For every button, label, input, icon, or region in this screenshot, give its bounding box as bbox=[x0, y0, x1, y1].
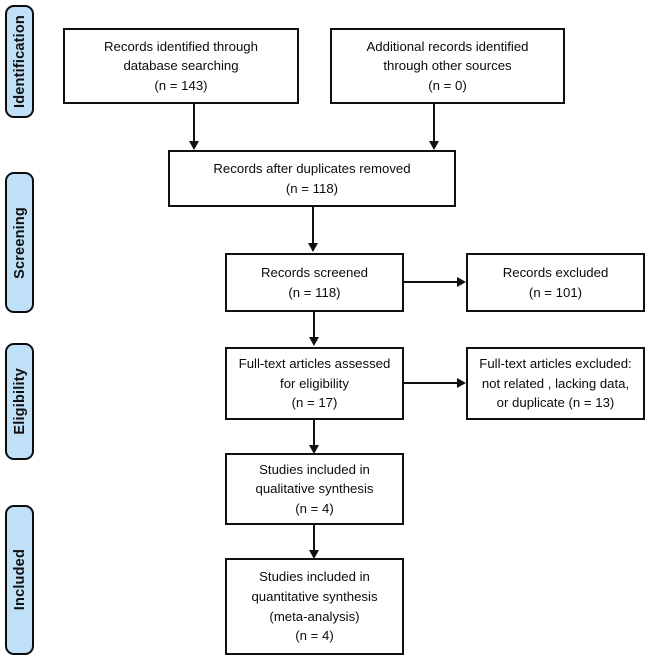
box-duplicates-removed: Records after duplicates removed (n = 11… bbox=[168, 150, 456, 207]
connector-screened-to-excluded bbox=[404, 281, 459, 283]
stage-label-screening-text: Screening bbox=[11, 206, 28, 279]
box-quantitative-synthesis: Studies included in quantitative synthes… bbox=[225, 558, 404, 655]
box-additional-records: Additional records identified through ot… bbox=[330, 28, 565, 104]
box-fulltext-excluded-text: Full-text articles excluded: not related… bbox=[479, 356, 632, 411]
stage-label-eligibility: Eligibility bbox=[5, 343, 34, 460]
box-records-screened: Records screened (n = 118) bbox=[225, 253, 404, 312]
connector-qualitative-to-quantitative bbox=[313, 525, 315, 552]
box-records-identified: Records identified through database sear… bbox=[63, 28, 299, 104]
connector-screened-to-fulltext bbox=[313, 312, 315, 339]
arrowhead-fulltext-to-qualitative bbox=[308, 445, 319, 454]
box-qualitative-synthesis-text: Studies included in qualitative synthesi… bbox=[255, 461, 374, 516]
arrowhead-qualitative-to-quantitative bbox=[308, 550, 319, 559]
stage-label-screening: Screening bbox=[5, 172, 34, 313]
connector-duplicates-to-screened bbox=[312, 207, 314, 245]
arrowhead-identified-to-duplicates bbox=[188, 141, 199, 150]
arrowhead-additional-to-duplicates bbox=[428, 141, 439, 150]
stage-label-identification-text: Identification bbox=[11, 14, 28, 109]
stage-label-eligibility-text: Eligibility bbox=[11, 368, 28, 435]
box-records-identified-text: Records identified through database sear… bbox=[104, 38, 258, 93]
stage-label-included-text: Included bbox=[11, 549, 28, 611]
box-quantitative-synthesis-text: Studies included in quantitative synthes… bbox=[251, 569, 378, 644]
arrowhead-fulltext-to-excluded bbox=[457, 377, 466, 388]
box-fulltext-assessed-text: Full-text articles assessed for eligibil… bbox=[238, 356, 391, 411]
box-fulltext-assessed: Full-text articles assessed for eligibil… bbox=[225, 347, 404, 420]
connector-additional-to-duplicates bbox=[433, 104, 435, 143]
box-fulltext-excluded: Full-text articles excluded: not related… bbox=[466, 347, 645, 420]
box-records-screened-text: Records screened (n = 118) bbox=[260, 264, 369, 300]
connector-fulltext-to-excluded bbox=[404, 382, 459, 384]
box-duplicates-removed-text: Records after duplicates removed (n = 11… bbox=[213, 160, 411, 196]
arrowhead-screened-to-fulltext bbox=[308, 337, 319, 346]
arrowhead-duplicates-to-screened bbox=[307, 243, 318, 252]
connector-fulltext-to-qualitative bbox=[313, 420, 315, 447]
stage-label-included: Included bbox=[5, 505, 34, 655]
connector-identified-to-duplicates bbox=[193, 104, 195, 143]
box-records-excluded-text: Records excluded (n = 101) bbox=[502, 264, 609, 300]
arrowhead-screened-to-excluded bbox=[457, 276, 466, 287]
box-additional-records-text: Additional records identified through ot… bbox=[366, 38, 529, 93]
box-records-excluded: Records excluded (n = 101) bbox=[466, 253, 645, 312]
stage-label-identification: Identification bbox=[5, 5, 34, 118]
box-qualitative-synthesis: Studies included in qualitative synthesi… bbox=[225, 453, 404, 525]
